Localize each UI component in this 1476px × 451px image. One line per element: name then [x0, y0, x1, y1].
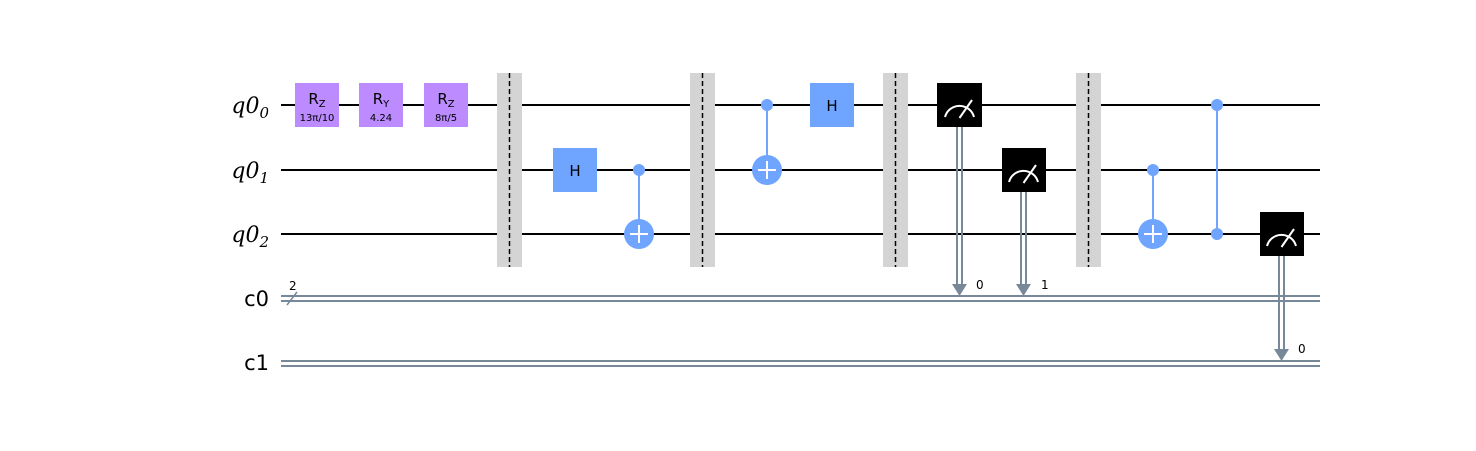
svg-text:13π/10: 13π/10	[300, 113, 335, 124]
measure-arrow	[1274, 349, 1289, 361]
cz-gate	[1211, 99, 1223, 240]
rz-gate-1: RZ 13π/10	[295, 83, 339, 127]
control-dot	[761, 99, 773, 111]
svg-text:RZ: RZ	[437, 90, 454, 110]
ry-gate: RY 4.24	[359, 83, 403, 127]
svg-text:8π/5: 8π/5	[435, 113, 457, 124]
label-q0-0: q00	[231, 94, 269, 122]
meter-icon	[1266, 233, 1297, 247]
svg-text:RY: RY	[373, 90, 390, 110]
svg-text:H: H	[569, 162, 580, 180]
svg-text:4.24: 4.24	[370, 113, 392, 124]
label-q0-2: q02	[231, 223, 269, 251]
label-c1: c1	[244, 351, 269, 375]
svg-text:RZ: RZ	[308, 90, 325, 110]
h-gate-1: H	[553, 148, 597, 192]
bundle-width: 2	[289, 279, 297, 293]
h-gate-2: H	[810, 83, 854, 127]
svg-text:0: 0	[976, 278, 984, 292]
svg-text:0: 0	[1298, 342, 1306, 356]
wire-c1	[281, 360, 1320, 367]
measure-gate-3: 0	[1260, 212, 1306, 361]
barrier-2	[690, 73, 715, 267]
barrier-1	[497, 73, 522, 267]
meter-icon	[1008, 169, 1039, 183]
svg-text:H: H	[826, 97, 837, 115]
meter-icon	[944, 104, 975, 118]
label-q0-1: q01	[231, 159, 269, 187]
barrier-4	[1076, 73, 1101, 267]
wire-c0: 2	[281, 279, 1320, 306]
cnot-gate-1	[624, 164, 654, 249]
label-c0: c0	[244, 287, 269, 311]
cnot-gate-3	[1138, 164, 1168, 249]
control-dot	[633, 164, 645, 176]
bundle-slash	[286, 291, 298, 306]
rz-gate-2: RZ 8π/5	[424, 83, 468, 127]
cnot-gate-2	[752, 99, 782, 185]
measure-arrow	[952, 284, 967, 296]
control-dot	[1211, 228, 1223, 240]
measure-gate-1: 0	[937, 83, 984, 296]
control-dot	[1211, 99, 1223, 111]
control-dot	[1147, 164, 1159, 176]
measure-gate-2: 1	[1002, 148, 1049, 296]
barrier-3	[883, 73, 908, 267]
svg-text:1: 1	[1041, 278, 1049, 292]
measure-arrow	[1016, 284, 1031, 296]
